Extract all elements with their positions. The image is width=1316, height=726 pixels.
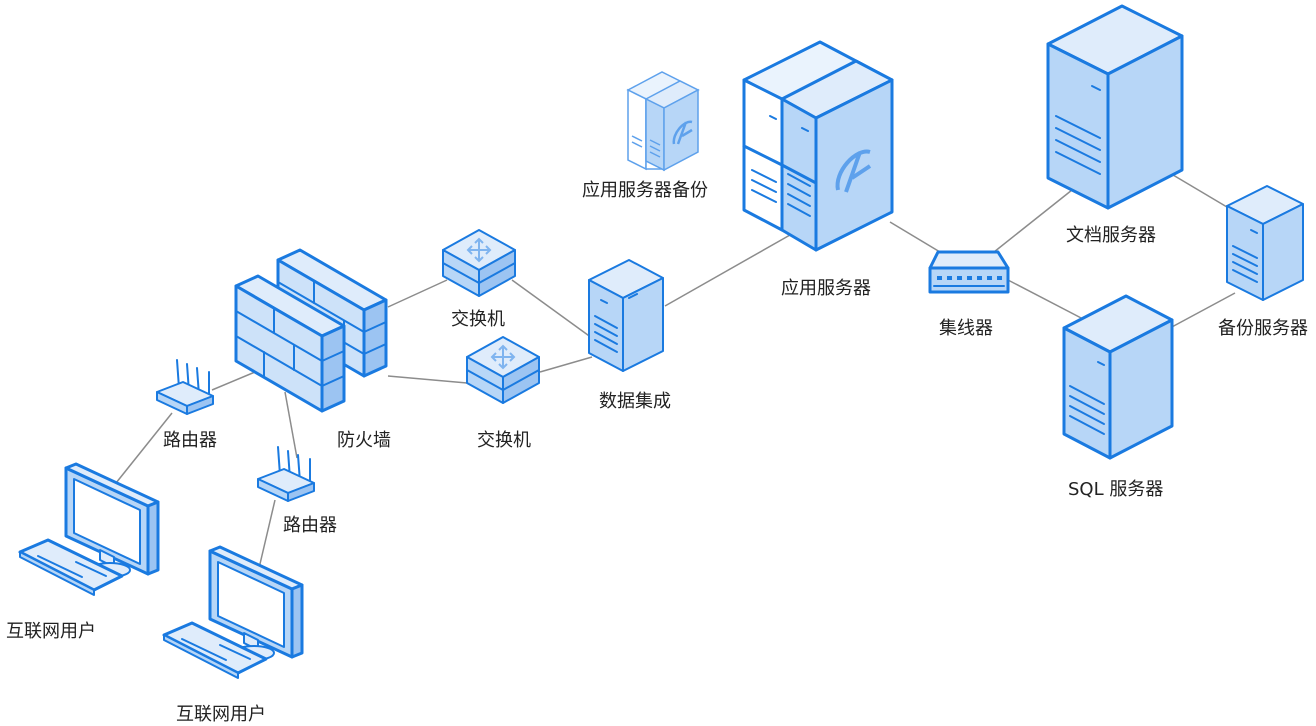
link-dataint-appserver <box>664 234 791 307</box>
hub-icon <box>928 246 1013 301</box>
link-firewall-switch2 <box>387 375 468 384</box>
link-appserver-hub <box>889 221 946 256</box>
link-switch2-dataint <box>539 356 593 373</box>
link-firewall-switch1 <box>387 279 448 308</box>
internet-user-2-label: 互联网用户 <box>176 704 266 725</box>
doc-server-label: 文档服务器 <box>1066 225 1156 246</box>
link-hub-docserver <box>993 189 1073 253</box>
server-icon <box>585 256 670 376</box>
application-server-icon <box>742 40 902 255</box>
switch-icon <box>441 226 521 301</box>
router-icon <box>254 445 319 505</box>
firewall-label: 防火墙 <box>337 430 391 451</box>
data-integration-label: 数据集成 <box>599 391 671 412</box>
backup-server-icon <box>1225 182 1310 307</box>
app-server-label: 应用服务器 <box>781 278 871 299</box>
computer-icon <box>18 462 160 607</box>
server-backup-icon <box>626 70 706 175</box>
link-docserver-backup <box>1167 171 1233 211</box>
sql-server-label: SQL 服务器 <box>1068 479 1164 500</box>
firewall-icon <box>234 246 394 416</box>
link-router2-firewall <box>284 391 298 459</box>
router-1-label: 路由器 <box>163 430 217 451</box>
internet-user-1-label: 互联网用户 <box>6 621 96 642</box>
document-server-icon <box>1046 4 1186 214</box>
link-switch1-dataint <box>511 279 593 339</box>
link-router1-firewall <box>211 371 256 391</box>
link-sqlserver-backup <box>1169 292 1236 329</box>
app-server-backup-label: 应用服务器备份 <box>582 180 708 201</box>
link-user1-router1 <box>111 412 173 489</box>
link-hub-sqlserver <box>1007 279 1086 321</box>
computer-icon <box>162 545 304 690</box>
backup-server-label: 备份服务器 <box>1218 318 1308 339</box>
hub-label: 集线器 <box>939 318 993 339</box>
sql-server-icon <box>1062 294 1177 464</box>
switch-icon <box>465 333 545 408</box>
router-icon <box>153 358 218 418</box>
switch-2-label: 交换机 <box>477 430 531 451</box>
router-2-label: 路由器 <box>283 515 337 536</box>
switch-1-label: 交换机 <box>451 309 505 330</box>
